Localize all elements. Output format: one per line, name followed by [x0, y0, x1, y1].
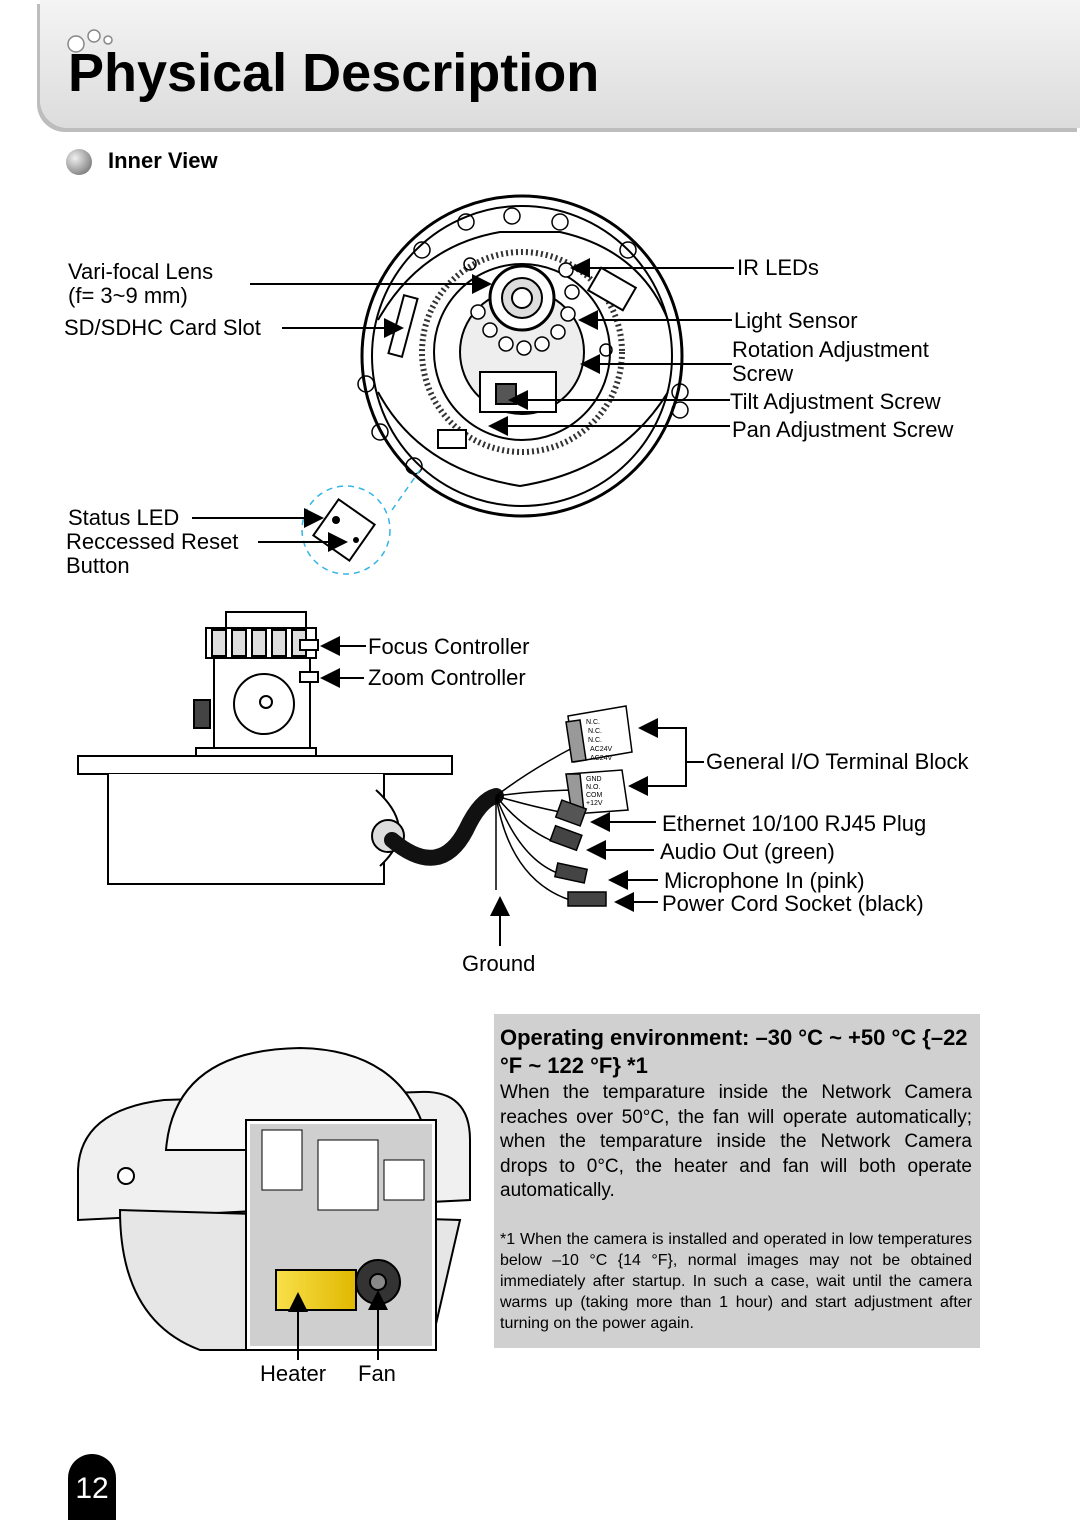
label-focus-controller: Focus Controller	[368, 634, 530, 659]
section-bullet-icon	[66, 149, 92, 175]
bubbles-decoration-icon	[67, 29, 113, 53]
operating-environment-box	[494, 1014, 980, 1348]
label-heater: Heater	[260, 1361, 327, 1386]
cutaway-camera	[77, 1046, 471, 1351]
operating-environment-body: When the temparature inside the Network …	[500, 1082, 972, 1201]
svg-text:N.C.: N.C.	[588, 728, 602, 735]
label-reset-button-2: Button	[66, 553, 130, 578]
label-rotation-adjustment: Rotation Adjustment	[732, 337, 929, 362]
svg-text:N.C.: N.C.	[586, 719, 600, 726]
terminal-text: N.C. N.C. N.C. AC24V AC24V GND N.O. COM …	[586, 719, 613, 807]
svg-text:GND: GND	[586, 776, 602, 783]
label-pan-adjustment: Pan Adjustment Screw	[732, 417, 954, 442]
label-status-led: Status LED	[68, 505, 180, 530]
label-mic-in: Microphone In (pink)	[664, 868, 865, 893]
label-fan: Fan	[358, 1361, 396, 1386]
label-light-sensor: Light Sensor	[734, 308, 858, 333]
label-zoom-controller: Zoom Controller	[368, 665, 526, 690]
svg-text:AC24V: AC24V	[590, 746, 613, 753]
page-number: 12	[68, 1454, 116, 1520]
label-rotation-screw: Screw	[732, 361, 794, 386]
operating-environment-title: Operating environment: –30 °C ~ +50 °C {…	[500, 1025, 968, 1078]
top-view-leaders	[192, 258, 734, 552]
io-terminal-blocks	[565, 705, 633, 815]
label-ir-leds: IR LEDs	[737, 255, 819, 280]
label-tilt-adjustment: Tilt Adjustment Screw	[730, 389, 941, 414]
status-led-inset	[301, 469, 421, 575]
label-ground: Ground	[462, 951, 536, 976]
side-view-camera	[77, 611, 453, 885]
label-sd-card-slot: SD/SDHC Card Slot	[64, 315, 261, 340]
label-ethernet: Ethernet 10/100 RJ45 Plug	[662, 811, 927, 836]
page-title: Physical Description	[68, 43, 600, 103]
svg-text:AC24V: AC24V	[590, 755, 613, 762]
header-bar	[40, 0, 1080, 128]
label-varifocal-range: (f= 3~9 mm)	[68, 283, 188, 308]
cable-wires	[495, 745, 583, 901]
operating-environment-footnote: *1 When the camera is installed and oper…	[500, 1231, 972, 1332]
side-view-leaders	[320, 636, 366, 688]
svg-text:COM: COM	[586, 792, 603, 799]
label-io-terminal: General I/O Terminal Block	[706, 749, 969, 774]
io-leaders	[490, 718, 704, 946]
svg-text:N.O.: N.O.	[586, 784, 600, 791]
section-heading: Inner View	[108, 148, 218, 173]
label-varifocal-lens: Vari-focal Lens	[68, 259, 214, 284]
cutaway-leaders	[288, 1290, 388, 1360]
cable-plugs	[549, 799, 607, 907]
top-view-camera	[357, 194, 689, 518]
svg-text:N.C.: N.C.	[588, 737, 602, 744]
label-power-socket: Power Cord Socket (black)	[662, 891, 924, 916]
svg-text:+12V: +12V	[586, 800, 603, 807]
label-reset-button: Reccessed Reset	[66, 529, 239, 554]
label-audio-out: Audio Out (green)	[660, 839, 835, 864]
